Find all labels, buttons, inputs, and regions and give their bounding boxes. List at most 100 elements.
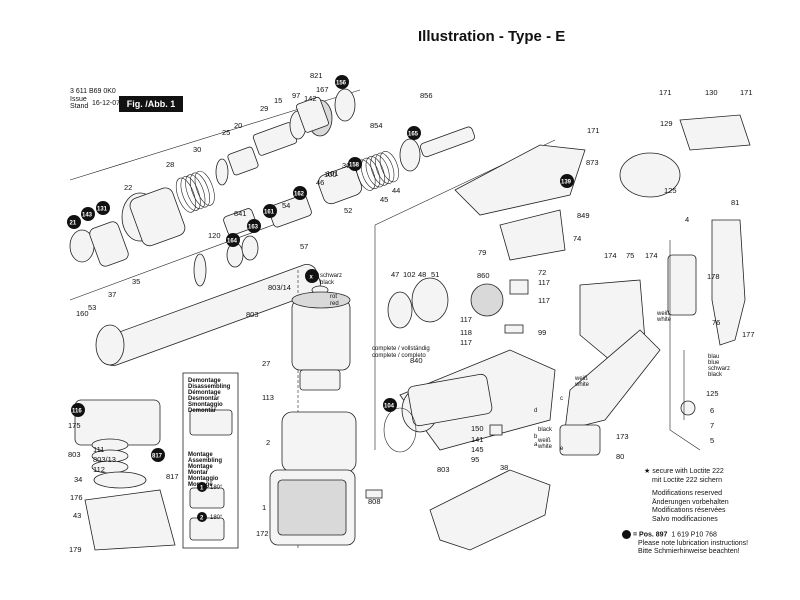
- callout-labels: 821 167 97 142 15 29 20 25 30 28 22 856 …: [68, 71, 755, 554]
- callout-34: 34: [74, 475, 82, 484]
- callout-75: 75: [626, 251, 634, 260]
- callout-80: 80: [616, 452, 624, 461]
- callout-95: 95: [471, 455, 479, 464]
- callout-35: 35: [132, 277, 140, 286]
- callout-52: 52: [344, 206, 352, 215]
- svg-text:complete / completo: complete / completo: [372, 353, 426, 359]
- callout-72: 72: [538, 268, 546, 277]
- callout-141: 141: [471, 435, 484, 444]
- figure-tag: Fig. /Abb. 1: [119, 96, 183, 112]
- callout-46: 46: [316, 178, 324, 187]
- note-mod-de: Änderungen vorbehalten: [652, 498, 729, 506]
- note-mod-en: Modifications reserved: [652, 490, 723, 497]
- circle-139: 139: [561, 180, 572, 186]
- svg-text:d: d: [534, 408, 537, 414]
- callout-112: 112: [93, 465, 105, 474]
- callout-173: 173: [616, 432, 629, 441]
- callout-117b: 117: [460, 338, 472, 347]
- svg-text:complete / vollständig: complete / vollständig: [372, 346, 430, 352]
- lube-pos: = Pos. 897: [633, 531, 668, 539]
- callout-172: 172: [256, 529, 269, 538]
- svg-text:Montage: Montage: [188, 464, 213, 470]
- callout-2: 2: [266, 438, 270, 447]
- callout-111: 111: [93, 445, 104, 454]
- lubrication-note: = Pos. 897 1 619 P10 768 Please note lub…: [622, 530, 748, 557]
- lube-dot-icon: [622, 530, 631, 539]
- callout-4: 4: [685, 215, 689, 224]
- issue-date: 16-12-07: [92, 100, 121, 107]
- callout-118: 118: [460, 328, 472, 337]
- callout-101: 101: [326, 169, 339, 178]
- svg-text:1: 1: [200, 486, 204, 492]
- callout-1: 1: [262, 503, 266, 512]
- callout-171: 171: [587, 126, 600, 135]
- callout-176: 176: [70, 493, 83, 502]
- callout-117d: 117: [538, 296, 550, 305]
- callout-44: 44: [392, 186, 400, 195]
- stand-label: Stand: [70, 103, 89, 110]
- svg-text:Montage: Montage: [188, 452, 213, 458]
- callout-37: 37: [108, 290, 116, 299]
- callout-808: 808: [368, 497, 381, 506]
- lower-left-assembly: [74, 399, 176, 551]
- callout-860: 860: [477, 271, 490, 280]
- callout-171b: 171: [659, 88, 672, 97]
- callout-100: 100: [324, 170, 337, 179]
- svg-text:Smontaggio: Smontaggio: [188, 402, 223, 408]
- legend-text: Demontage Disassembling Démontage Desmon…: [188, 378, 231, 522]
- lube-line3: Bitte Schmierhinweise beachten!: [638, 548, 740, 556]
- svg-text:Montaggio: Montaggio: [188, 476, 219, 482]
- callout-803-14: 803/14: [268, 283, 291, 292]
- callout-856: 856: [420, 91, 433, 100]
- svg-text:Assembling: Assembling: [188, 458, 222, 464]
- svg-text:weiß: weiß: [574, 376, 588, 382]
- svg-text:blue: blue: [708, 360, 720, 366]
- callout-51: 51: [431, 270, 439, 279]
- callout-117: 117: [460, 315, 472, 324]
- svg-text:weiß: weiß: [537, 438, 551, 444]
- callout-43: 43: [73, 511, 81, 520]
- callout-102: 102: [403, 270, 416, 279]
- callout-113: 113: [262, 393, 274, 402]
- callout-125: 125: [706, 389, 719, 398]
- note-loctite-en: ★ secure with Loctite 222: [644, 468, 724, 475]
- circle-143: 143: [82, 213, 93, 219]
- svg-text:b: b: [534, 434, 538, 440]
- svg-text:red: red: [330, 301, 339, 307]
- part-number: 3 611 B69 0K0: [70, 88, 116, 95]
- callout-79: 79: [478, 248, 486, 257]
- callout-803-13: 803/13: [93, 455, 116, 464]
- circle-811: 817: [152, 454, 163, 460]
- upper-left-assembly: [69, 88, 475, 367]
- svg-text:schwarz: schwarz: [320, 273, 342, 279]
- callout-177: 177: [742, 330, 755, 339]
- callout-160: 160: [76, 309, 89, 318]
- callout-97: 97: [292, 91, 300, 100]
- callout-29: 29: [260, 104, 268, 113]
- notes-block: ★ secure with Loctite 222 mit Loctite 22…: [644, 468, 729, 524]
- callout-38: 38: [500, 463, 508, 472]
- callout-145: 145: [471, 445, 484, 454]
- lube-line2: Please note lubrication instructions!: [638, 539, 749, 547]
- svg-text:e: e: [560, 446, 564, 452]
- callout-76: 76: [712, 318, 720, 327]
- svg-text:schwarz: schwarz: [708, 366, 730, 372]
- circle-131: 131: [97, 207, 108, 213]
- callout-821: 821: [310, 71, 323, 80]
- svg-text:c: c: [560, 396, 563, 402]
- svg-text:rot: rot: [330, 294, 337, 300]
- callout-117c: 117: [538, 278, 550, 287]
- callout-81: 81: [731, 198, 739, 207]
- callout-167: 167: [316, 85, 329, 94]
- callout-803d: 803: [437, 465, 450, 474]
- callout-36: 36: [342, 161, 350, 170]
- svg-text:white: white: [656, 317, 672, 323]
- callout-175: 175: [68, 421, 81, 430]
- callout-57: 57: [300, 242, 308, 251]
- note-mod-fr: Modifications réservées: [652, 507, 726, 514]
- callout-45: 45: [380, 195, 388, 204]
- callout-99: 99: [538, 328, 546, 337]
- callout-53: 53: [88, 303, 96, 312]
- callout-849: 849: [577, 211, 590, 220]
- right-handle-assembly: [559, 114, 751, 456]
